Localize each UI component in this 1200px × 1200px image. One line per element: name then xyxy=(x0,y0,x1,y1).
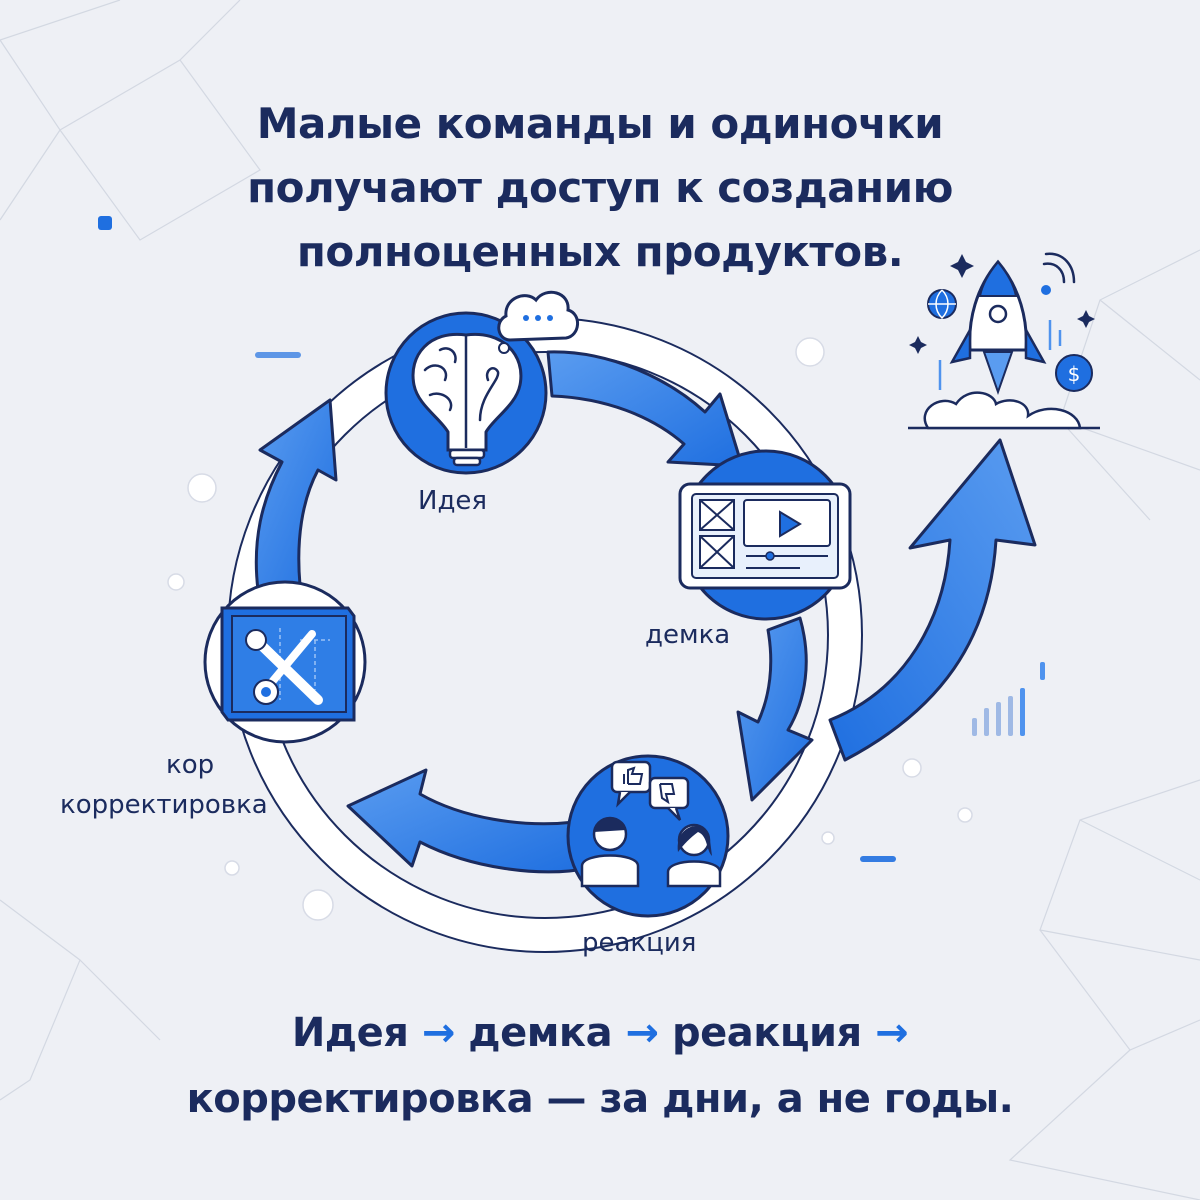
idea-node xyxy=(384,290,579,475)
headline-line-3: полноценных продуктов. xyxy=(296,227,904,276)
label-correction: корректировка xyxy=(60,790,268,820)
arrow-reaction-to-correction xyxy=(346,768,592,874)
headline-line-2: получают доступ к созданию xyxy=(247,163,953,212)
thought-bubble-icon xyxy=(497,290,579,354)
footer-step-reaction: реакция xyxy=(671,1010,862,1056)
headline: Малые команды и одиночки получают доступ… xyxy=(0,92,1200,284)
footer-line-2: корректировка — за дни, а не годы. xyxy=(0,1066,1200,1132)
tablet-video-icon xyxy=(678,482,852,590)
footer-line-1: Идея → демка → реакция → xyxy=(0,1000,1200,1066)
footer-step-correction: корректировка xyxy=(186,1076,534,1122)
label-demo: демка xyxy=(645,620,731,650)
footer-arrow-icon: → xyxy=(421,1010,456,1056)
label-reaction: реакция xyxy=(582,928,697,958)
arrow-to-launch xyxy=(828,438,1037,762)
footer-arrow-icon: → xyxy=(875,1010,909,1056)
footer-step-demo: демка xyxy=(468,1010,613,1056)
headline-line-1: Малые команды и одиночки xyxy=(256,99,944,148)
reaction-node xyxy=(566,754,730,918)
footer-arrow-icon: → xyxy=(625,1010,660,1056)
brain-lightbulb-icon xyxy=(411,332,523,467)
people-feedback-icon xyxy=(580,760,722,888)
demo-node xyxy=(678,449,852,621)
label-idea: Идея xyxy=(418,486,488,516)
label-correction-partial: кор xyxy=(166,750,215,780)
correction-node xyxy=(203,580,367,744)
svg-text:$: $ xyxy=(1068,362,1081,386)
rocket-launch-icon: $ xyxy=(908,252,1100,430)
footer-step-idea: Идея xyxy=(291,1010,409,1056)
footer-tail: — за дни, а не годы. xyxy=(546,1076,1014,1122)
footer-summary: Идея → демка → реакция → корректировка —… xyxy=(0,1000,1200,1132)
arrow-demo-to-reaction xyxy=(736,616,814,802)
wrench-gear-blueprint-icon xyxy=(220,606,356,722)
arrow-correction-to-idea xyxy=(254,398,338,592)
